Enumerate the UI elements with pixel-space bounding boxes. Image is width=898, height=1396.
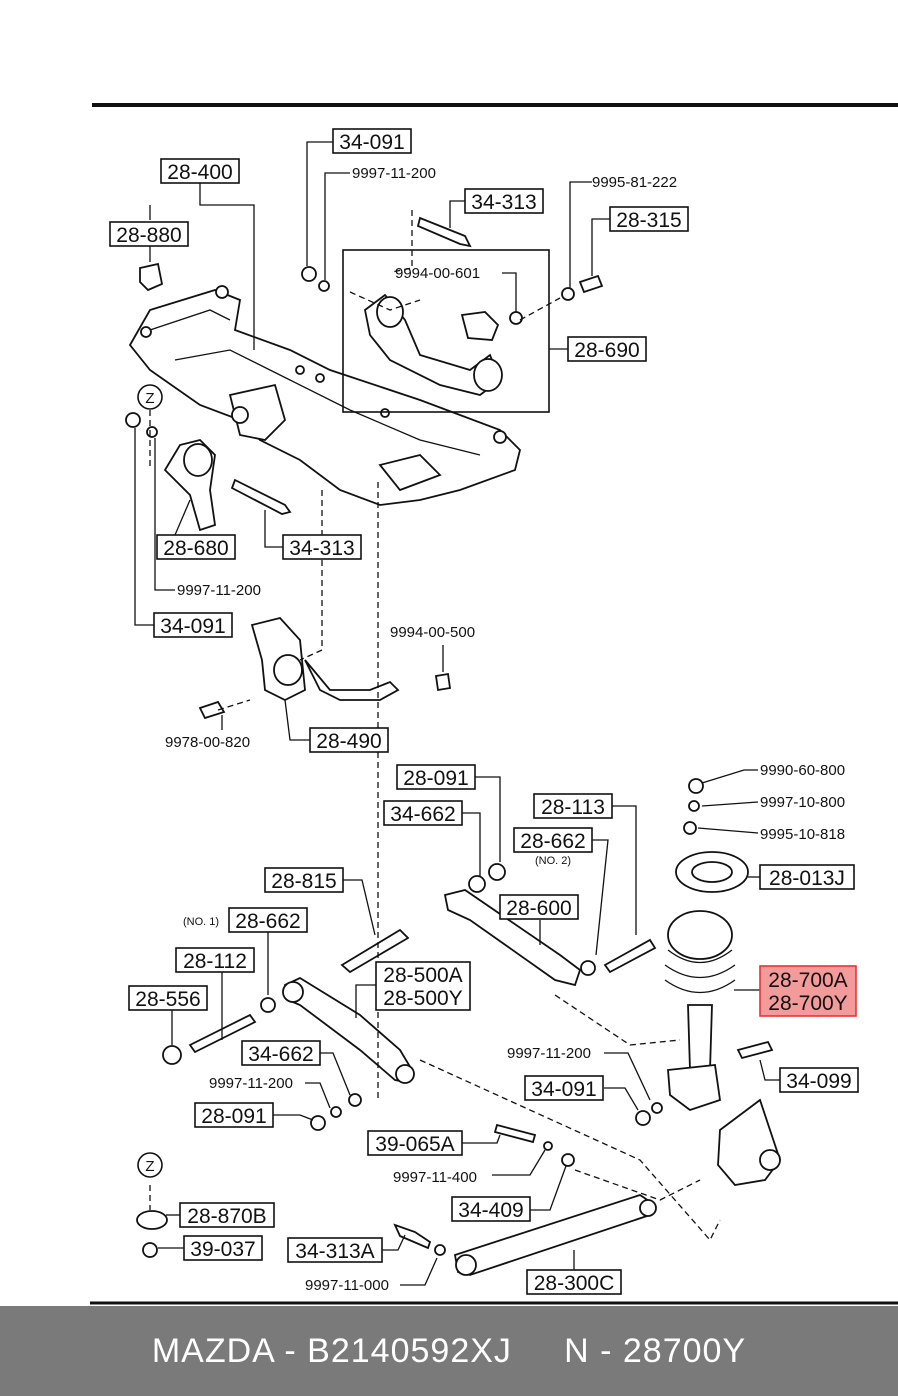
label-34-662-b: 34-662 (241, 1040, 321, 1066)
svg-text:39-037: 39-037 (190, 1238, 255, 1261)
bracket-illustration (364, 293, 523, 396)
label-28-815: 28-815 (264, 867, 344, 893)
small-label-9994-00-601: 9994-00-601 (395, 265, 480, 282)
z-marker-top-label: Z (145, 390, 154, 407)
label-28-662-no2: 28-662 (513, 827, 593, 853)
note-no1: (NO. 1) (183, 916, 219, 928)
small-label-9997-11-000: 9997-11-000 (305, 1277, 389, 1294)
svg-text:34-409: 34-409 (458, 1199, 523, 1222)
svg-text:34-313A: 34-313A (295, 1240, 374, 1263)
label-28-315: 28-315 (609, 206, 689, 232)
strut-assembly-illustration (635, 778, 782, 1186)
small-label-9990-60-800: 9990-60-800 (760, 762, 845, 779)
label-28-662-no1: 28-662 (228, 907, 308, 933)
label-28-700a-text: 28-700A (768, 969, 847, 992)
small-label-9997-10-800: 9997-10-800 (760, 794, 845, 811)
label-34-099: 34-099 (779, 1067, 859, 1093)
lateral-arm-illustrations (162, 889, 657, 1276)
svg-text:28-112: 28-112 (183, 950, 247, 973)
svg-text:28-680: 28-680 (163, 537, 228, 560)
svg-text:28-091: 28-091 (403, 767, 468, 790)
leader-lines (134, 141, 780, 1286)
small-label-9997-11-200-a: 9997-11-200 (352, 165, 436, 182)
label-28-680: 28-680 (156, 534, 236, 560)
small-label-9995-10-818: 9995-10-818 (760, 826, 845, 843)
svg-text:28-113: 28-113 (541, 796, 605, 819)
crossmember-illustration (128, 285, 521, 506)
fastener-illustrations-top (125, 216, 604, 438)
svg-text:28-400: 28-400 (167, 161, 232, 184)
label-28-091-a: 28-091 (396, 764, 476, 790)
svg-text:28-690: 28-690 (574, 339, 639, 362)
label-34-662-a: 34-662 (383, 800, 463, 826)
label-39-037: 39-037 (183, 1235, 263, 1261)
svg-text:39-065A: 39-065A (375, 1133, 454, 1156)
svg-text:34-313: 34-313 (289, 537, 354, 560)
label-28-880: 28-880 (109, 221, 189, 247)
label-28-556: 28-556 (128, 985, 208, 1011)
svg-text:28-880: 28-880 (116, 224, 181, 247)
label-39-065a: 39-065A (367, 1130, 463, 1156)
note-no2: (NO. 2) (535, 855, 571, 867)
small-label-9978-00-820: 9978-00-820 (165, 734, 250, 751)
part-number-footer: MAZDA - B2140592XJ N - 28700Y (0, 1306, 898, 1396)
label-34-409: 34-409 (451, 1196, 531, 1222)
small-label-9997-11-400: 9997-11-400 (393, 1169, 477, 1186)
svg-text:34-662: 34-662 (390, 803, 455, 826)
label-28-600: 28-600 (499, 894, 579, 920)
svg-text:28-870B: 28-870B (187, 1205, 266, 1228)
svg-text:28-662: 28-662 (235, 910, 300, 933)
label-28-400: 28-400 (160, 158, 240, 184)
z-marker-bottom-label: Z (145, 1158, 154, 1175)
svg-text:28-556: 28-556 (135, 988, 200, 1011)
svg-text:28-315: 28-315 (616, 209, 681, 232)
svg-text:28-815: 28-815 (271, 870, 336, 893)
svg-text:34-099: 34-099 (786, 1070, 851, 1093)
mount-illustration-28-680 (163, 439, 292, 532)
svg-text:28-662: 28-662 (520, 830, 585, 853)
label-34-313-mid: 34-313 (282, 534, 362, 560)
label-34-091-mid: 34-091 (153, 612, 233, 638)
footer-part-text: MAZDA - B2140592XJ N - 28700Y (151, 1331, 747, 1370)
small-label-9997-11-200-d: 9997-11-200 (209, 1075, 293, 1092)
label-34-313a: 34-313A (287, 1237, 383, 1263)
label-34-313-top: 34-313 (464, 188, 544, 214)
label-28-500a-text: 28-500A (383, 964, 462, 987)
small-label-9994-00-500: 9994-00-500 (390, 624, 475, 641)
label-28-700y-text: 28-700Y (768, 992, 847, 1015)
svg-text:34-091: 34-091 (531, 1078, 596, 1101)
label-28-690: 28-690 (567, 336, 647, 362)
small-label-9997-11-200-b: 9997-11-200 (177, 582, 261, 599)
svg-text:34-313: 34-313 (471, 191, 536, 214)
svg-text:34-662: 34-662 (248, 1043, 313, 1066)
label-28-112: 28-112 (175, 947, 255, 973)
svg-text:34-091: 34-091 (339, 131, 404, 154)
bracket-illustration-28-490 (198, 616, 452, 720)
label-34-091-top: 34-091 (332, 128, 412, 154)
label-28-490: 28-490 (309, 727, 389, 753)
label-28-013j: 28-013J (759, 864, 855, 890)
svg-text:34-091: 34-091 (160, 615, 225, 638)
bushing-illustrations-bottom-left (136, 863, 657, 1258)
label-28-113: 28-113 (533, 793, 613, 819)
z-marker-top (137, 384, 163, 410)
label-28-500: 28-500A 28-500Y (375, 961, 471, 1011)
z-marker-bottom (137, 1152, 163, 1178)
label-28-500y-text: 28-500Y (383, 987, 462, 1010)
label-34-091-b: 34-091 (524, 1075, 604, 1101)
svg-text:28-013J: 28-013J (769, 867, 845, 890)
small-label-9997-11-200-c: 9997-11-200 (507, 1045, 591, 1062)
label-28-870b: 28-870B (179, 1202, 275, 1228)
bracket-inset-frame (342, 249, 550, 413)
svg-text:28-300C: 28-300C (534, 1272, 615, 1295)
svg-text:28-490: 28-490 (316, 730, 381, 753)
svg-text:28-091: 28-091 (201, 1105, 266, 1128)
svg-text:28-600: 28-600 (506, 897, 571, 920)
label-28-700-highlighted: 28-700A 28-700Y (759, 965, 857, 1017)
label-28-091-b: 28-091 (194, 1102, 274, 1128)
label-28-300c: 28-300C (526, 1269, 622, 1295)
rear-suspension-parts-diagram: Z Z 28-400 28-880 34-091 34-313 28-315 2… (90, 103, 898, 1305)
small-label-9995-81-222: 9995-81-222 (592, 174, 677, 191)
